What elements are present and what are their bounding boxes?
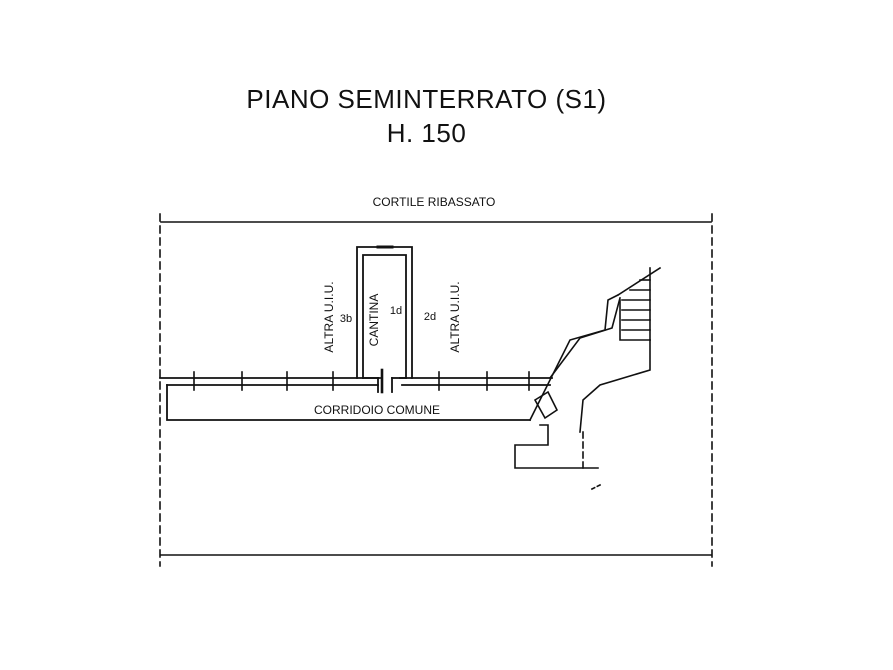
courtyard-boundary — [159, 213, 713, 567]
plan-height: H. 150 — [386, 118, 467, 148]
staircase — [514, 266, 662, 492]
left-unit-label: ALTRA U.I.U. — [322, 281, 336, 352]
corridor-walls — [159, 377, 553, 421]
corridor-ticks — [193, 371, 530, 391]
courtyard-label: CORTILE RIBASSATO — [373, 195, 496, 209]
cellar-label: CANTINA — [367, 294, 381, 347]
cellar-code-label: 1d — [390, 305, 402, 317]
plan-title: PIANO SEMINTERRATO (S1) — [246, 84, 607, 114]
cellar-walls — [356, 245, 413, 394]
corridor-label: CORRIDOIO COMUNE — [314, 403, 440, 417]
left-unit-code-label: 3b — [340, 313, 352, 325]
right-unit-label: ALTRA U.I.U. — [448, 281, 462, 352]
right-unit-code-label: 2d — [424, 311, 436, 323]
